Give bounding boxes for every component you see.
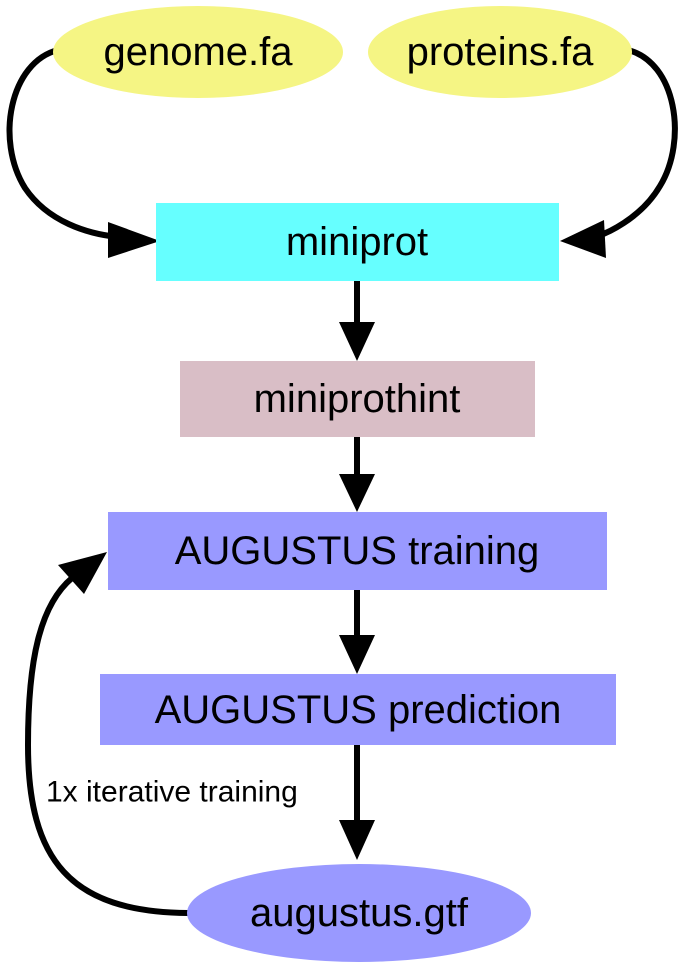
node-miniprothint: miniprothint [180, 361, 535, 437]
arrowhead-prediction-to-gtf [339, 820, 375, 860]
arrowhead-gtf-to-training-loop [58, 552, 107, 594]
node-miniprothint-shape [180, 361, 535, 437]
nodes: genome.fa proteins.fa miniprot miniproth… [53, 6, 632, 962]
node-proteins-fa: proteins.fa [368, 6, 632, 98]
node-genome-fa-label: genome.fa [103, 30, 293, 74]
node-augustus-gtf-label: augustus.gtf [250, 891, 469, 935]
arrowhead-miniprot-to-miniprothint [339, 322, 375, 361]
node-augustus-training-shape [108, 512, 607, 590]
edge-proteins-to-miniprot [596, 47, 678, 239]
node-augustus-gtf-shape [187, 864, 531, 962]
edge-label-iterative-training: 1x iterative training [46, 776, 298, 809]
node-proteins-fa-shape [368, 6, 632, 98]
node-miniprothint-label: miniprothint [254, 377, 461, 421]
edges [6, 47, 678, 916]
node-miniprot: miniprot [156, 203, 559, 281]
arrowhead-miniprothint-to-training [339, 474, 375, 512]
arrowhead-genome-to-miniprot [108, 222, 160, 258]
edge-gtf-to-training-loop [24, 575, 189, 916]
node-augustus-gtf: augustus.gtf [187, 864, 531, 962]
node-augustus-prediction-shape [100, 674, 616, 745]
node-augustus-prediction: AUGUSTUS prediction [100, 674, 616, 745]
node-augustus-training: AUGUSTUS training [108, 512, 607, 590]
node-miniprot-label: miniprot [286, 220, 428, 264]
arrowhead-training-to-prediction [339, 635, 375, 674]
node-augustus-training-label: AUGUSTUS training [175, 529, 540, 573]
arrowhead-proteins-to-miniprot [560, 220, 606, 258]
node-proteins-fa-label: proteins.fa [407, 30, 595, 74]
edge-genome-to-miniprot [6, 47, 119, 240]
node-genome-fa: genome.fa [53, 6, 343, 98]
node-genome-fa-shape [53, 6, 343, 98]
node-augustus-prediction-label: AUGUSTUS prediction [155, 688, 562, 732]
node-miniprot-shape [156, 203, 559, 281]
